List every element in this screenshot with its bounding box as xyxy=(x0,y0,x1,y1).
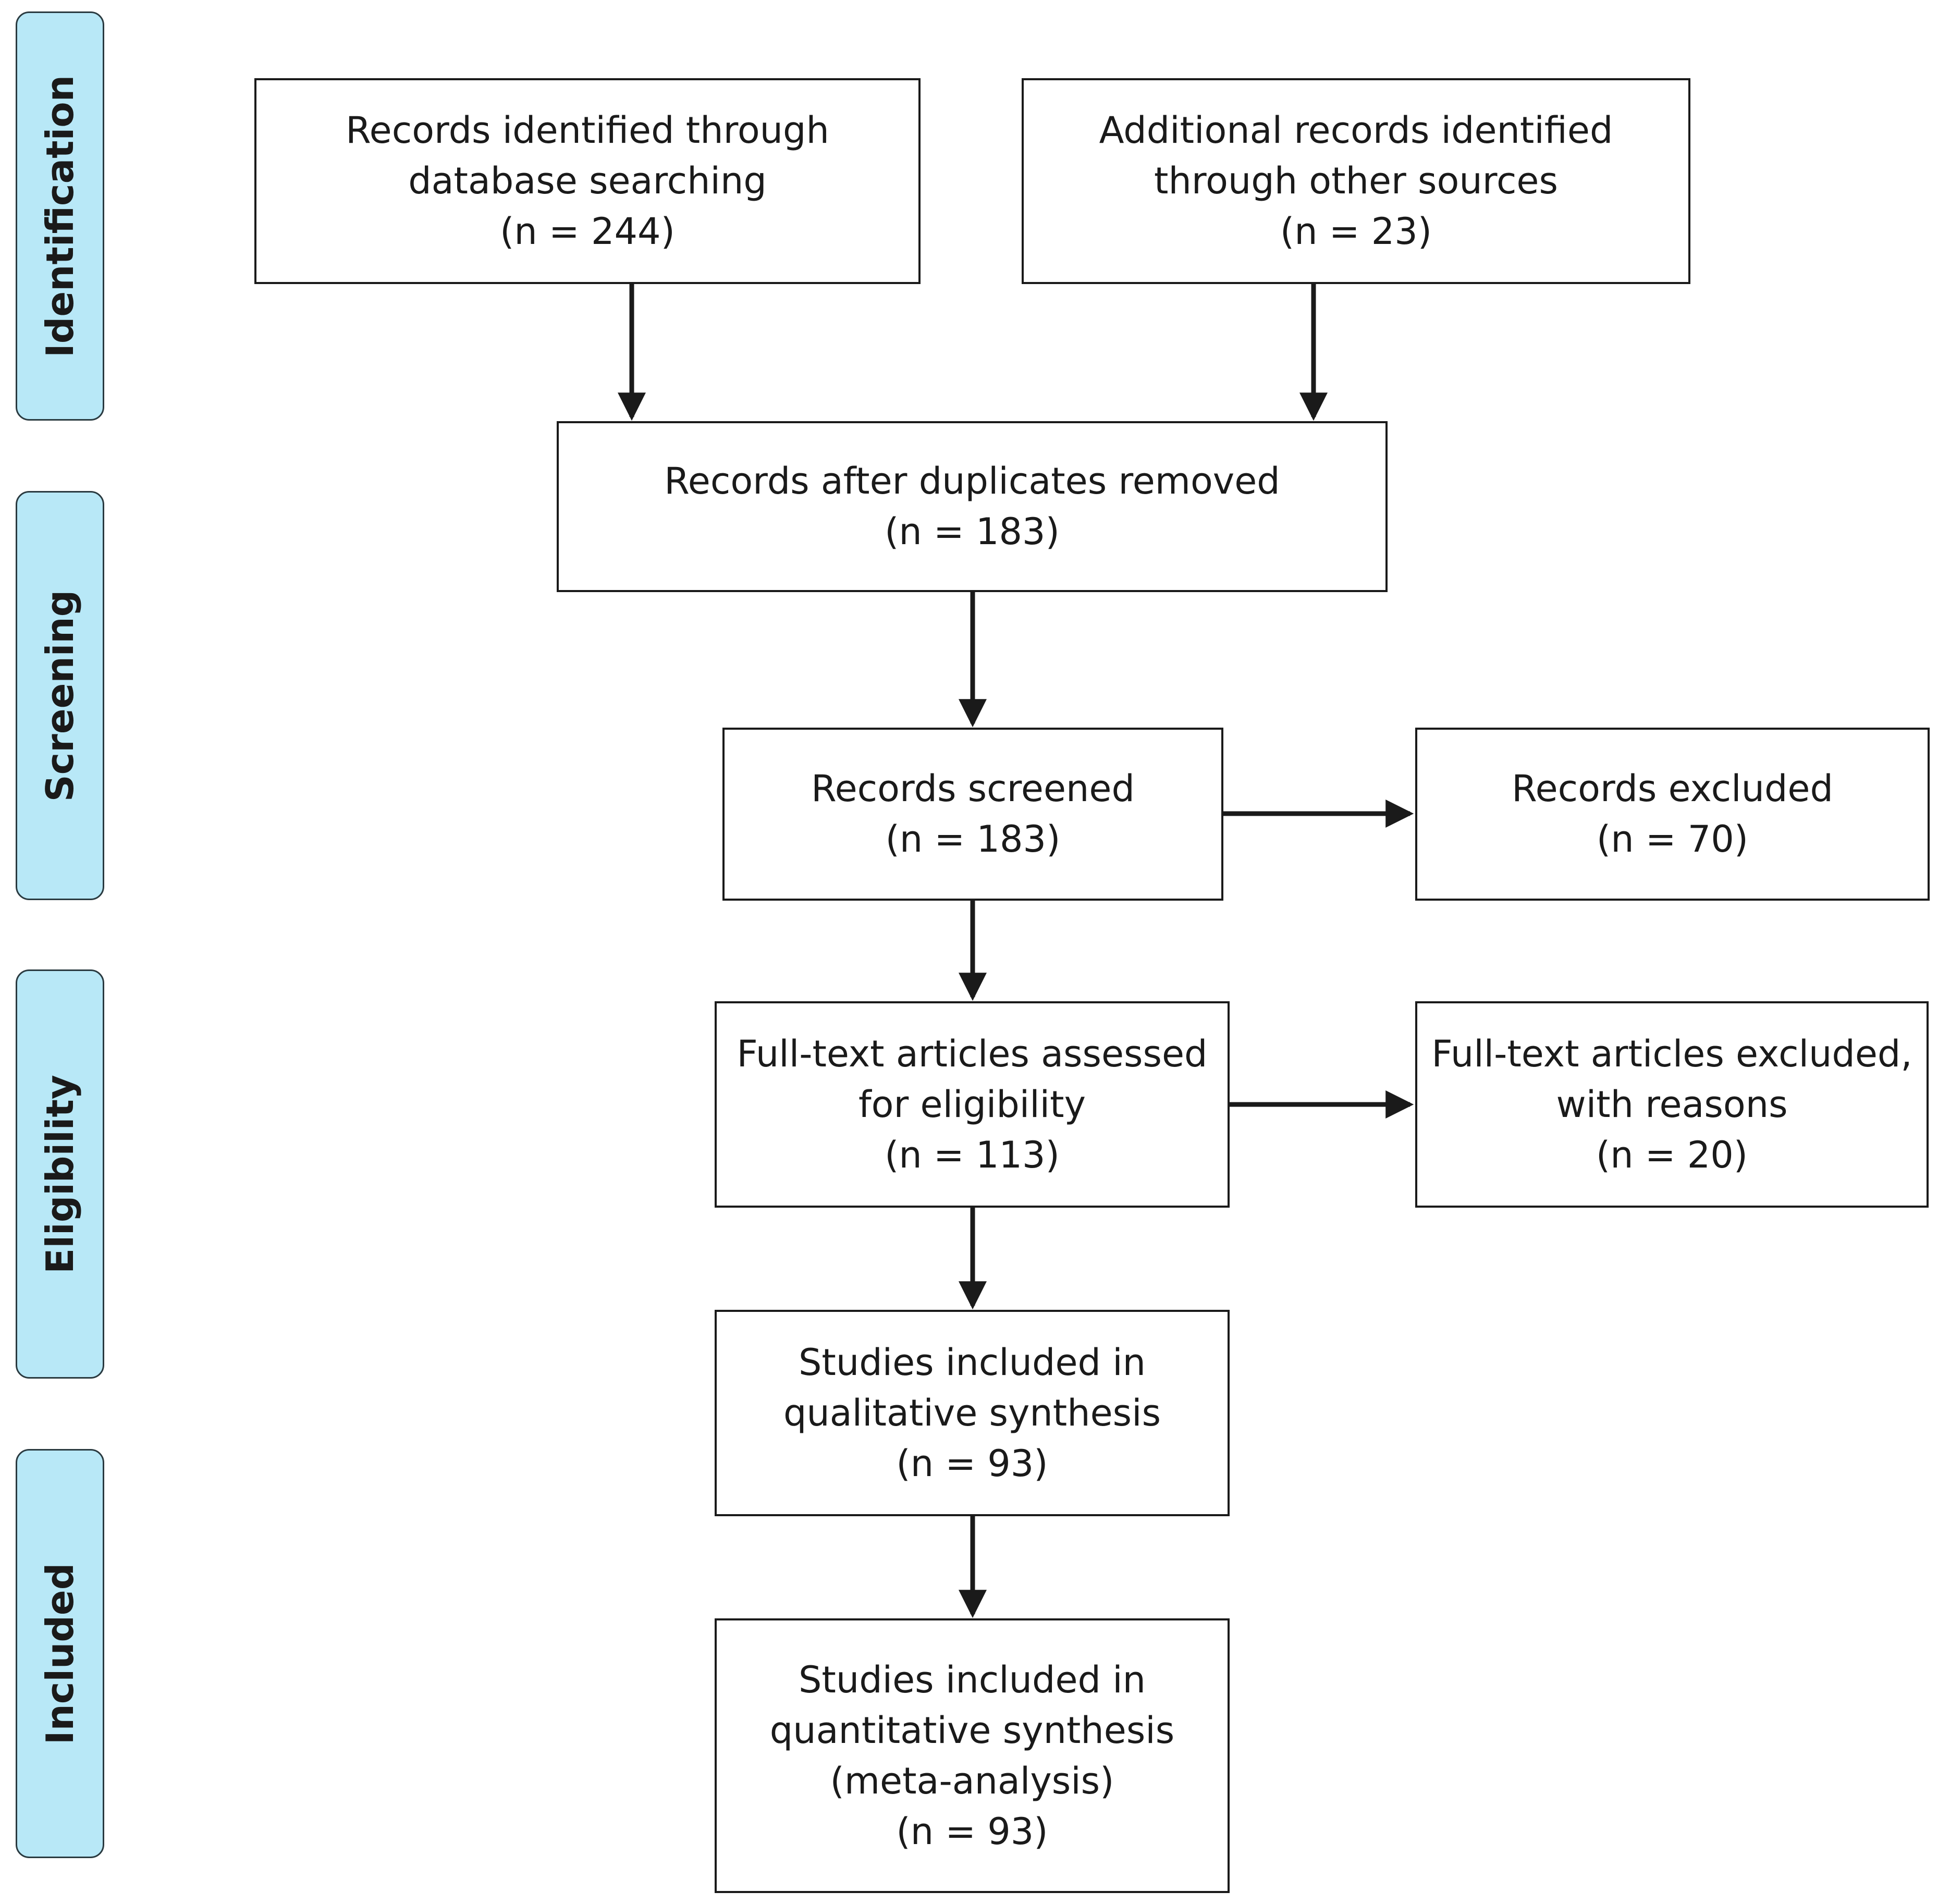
box-qualitative-line1: Studies included in xyxy=(798,1341,1146,1384)
box-qualitative-count: (n = 93) xyxy=(896,1442,1048,1485)
box-database-line1: Records identified through xyxy=(346,109,829,152)
box-other-sources: Additional records identified through ot… xyxy=(1022,78,1690,284)
box-dedup-count: (n = 183) xyxy=(885,510,1060,553)
box-other-count: (n = 23) xyxy=(1280,210,1432,253)
box-screened-count: (n = 183) xyxy=(885,818,1061,861)
box-database-records: Records identified through database sear… xyxy=(254,78,921,284)
box-quantitative-line3: (meta-analysis) xyxy=(830,1759,1114,1802)
phase-eligibility: Eligibility xyxy=(16,969,104,1379)
phase-identification: Identification xyxy=(16,11,104,421)
box-records-excluded: Records excluded (n = 70) xyxy=(1415,728,1930,901)
box-fulltext-assessed: Full-text articles assessed for eligibil… xyxy=(715,1001,1230,1208)
box-ftexcluded-line2: with reasons xyxy=(1556,1083,1788,1126)
box-fulltext-line2: for eligibility xyxy=(858,1083,1086,1126)
box-fulltext-count: (n = 113) xyxy=(885,1133,1060,1176)
box-records-screened: Records screened (n = 183) xyxy=(722,728,1223,901)
box-duplicates-removed: Records after duplicates removed (n = 18… xyxy=(557,421,1388,592)
box-qualitative-synthesis: Studies included in qualitative synthesi… xyxy=(715,1310,1230,1516)
box-excluded-count: (n = 70) xyxy=(1596,818,1749,861)
box-fulltext-line1: Full-text articles assessed xyxy=(737,1032,1208,1075)
box-fulltext-excluded: Full-text articles excluded, with reason… xyxy=(1415,1001,1929,1208)
phase-screening: Screening xyxy=(16,491,104,900)
box-quantitative-line1: Studies included in xyxy=(798,1658,1146,1701)
phase-included: Included xyxy=(16,1449,104,1858)
box-ftexcluded-line1: Full-text articles excluded, xyxy=(1431,1032,1912,1075)
box-quantitative-synthesis: Studies included in quantitative synthes… xyxy=(715,1618,1230,1893)
box-excluded-line1: Records excluded xyxy=(1512,767,1833,810)
box-screened-line1: Records screened xyxy=(811,767,1135,810)
box-database-line2: database searching xyxy=(408,159,767,202)
box-qualitative-line2: qualitative synthesis xyxy=(783,1391,1161,1434)
box-other-line1: Additional records identified xyxy=(1099,109,1613,152)
box-dedup-line1: Records after duplicates removed xyxy=(664,460,1280,502)
box-quantitative-line2: quantitative synthesis xyxy=(769,1709,1175,1752)
box-other-line2: through other sources xyxy=(1154,159,1558,202)
box-ftexcluded-count: (n = 20) xyxy=(1596,1133,1748,1176)
box-database-count: (n = 244) xyxy=(500,210,675,253)
box-quantitative-count: (n = 93) xyxy=(896,1810,1048,1853)
